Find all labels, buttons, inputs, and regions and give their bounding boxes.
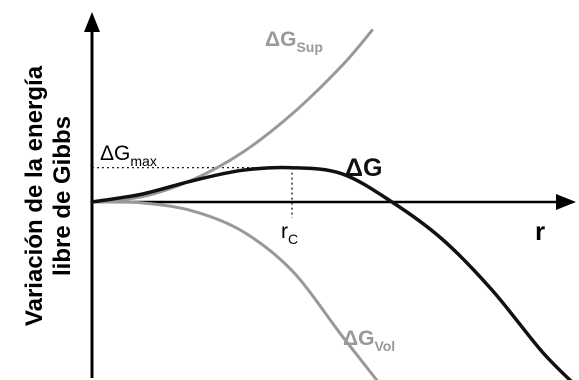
dg-vol-curve: [90, 200, 379, 380]
dg-sup-label: ΔGSup: [265, 28, 323, 55]
y-axis-arrow: [84, 12, 100, 32]
dg-sup-curve: [90, 28, 374, 204]
x-axis-arrow: [556, 194, 576, 210]
dg-total-curve: [90, 165, 573, 380]
y-axis-label-line2: libre de Gibbs: [49, 116, 76, 276]
x-axis-label: r: [535, 216, 545, 246]
dg-vol-label: ΔGVol: [343, 327, 395, 354]
dg-total-label: ΔG: [345, 154, 382, 182]
y-axis-label-line1: Variación de la energía: [21, 65, 48, 326]
dg-max-label: ΔGmax: [100, 142, 157, 169]
rc-label: rC: [281, 220, 298, 247]
